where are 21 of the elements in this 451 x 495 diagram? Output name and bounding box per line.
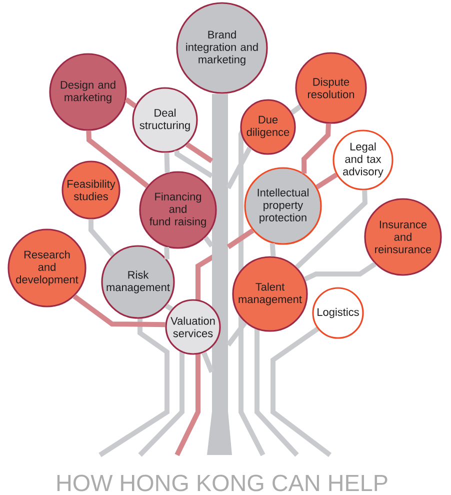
tree-branch xyxy=(270,243,276,257)
tree-branch xyxy=(301,124,331,174)
tree-branch xyxy=(124,97,137,108)
tree-branch xyxy=(86,130,149,188)
tree-branch xyxy=(164,247,170,260)
tree-branch xyxy=(295,190,368,270)
caption: HOW HONG KONG CAN HELP xyxy=(57,474,388,492)
tree-branch xyxy=(226,321,248,346)
tree-branch xyxy=(174,150,214,178)
tree-branch xyxy=(72,294,166,328)
tree-branch xyxy=(88,219,115,257)
tree-branch xyxy=(203,236,214,248)
tree-branch xyxy=(290,104,302,115)
tree-branch xyxy=(304,262,376,282)
tree-branch xyxy=(226,228,254,250)
tree-branch xyxy=(316,172,338,190)
tree-branch xyxy=(202,352,214,373)
tree-branch xyxy=(164,304,174,312)
tree-branch xyxy=(186,142,214,164)
tree-branch xyxy=(164,152,170,173)
tree-branch xyxy=(226,146,252,190)
